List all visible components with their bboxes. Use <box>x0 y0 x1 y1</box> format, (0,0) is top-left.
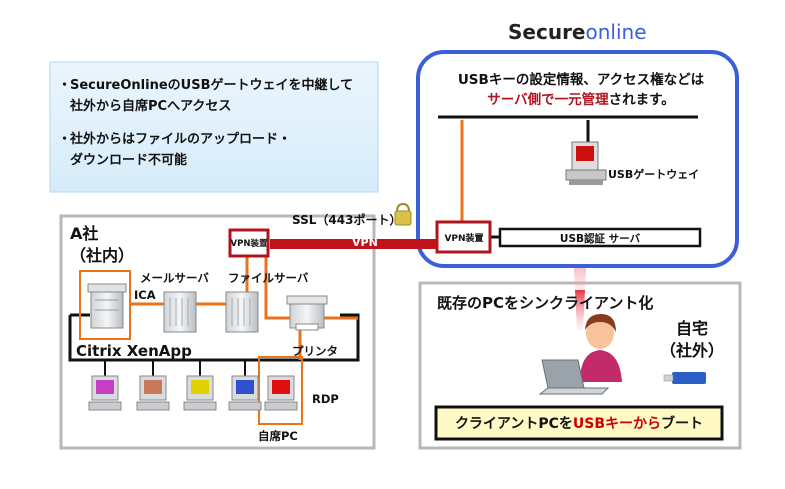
bullet-2-line-1: 社外からはファイルのアップロード・ <box>70 132 292 147</box>
company-vpn-device-label: VPN装置 <box>230 239 268 249</box>
own-pc-label: 自席PC <box>258 429 298 443</box>
company-vpn-device-box <box>228 228 270 258</box>
lock-icon <box>394 202 412 226</box>
ssl-label: SSL（443ポート） <box>292 213 402 227</box>
usb-gateway-computer <box>565 141 607 185</box>
usb-laser <box>575 290 585 330</box>
usb-auth-server-label: USB認証 サーバ <box>559 233 641 245</box>
citrix-server-icon <box>87 283 127 329</box>
home-label-2: （社外） <box>659 341 724 360</box>
ica-label: ICA <box>134 288 156 302</box>
printer-label: プリンタ <box>292 344 338 358</box>
logo-online: online <box>585 20 647 44</box>
panel-vpn-device-box <box>435 220 492 254</box>
logo-secure: Secure <box>508 20 586 44</box>
panel-description: USBキーの設定情報、アクセス権などは サーバ側で一元管理されます。 <box>436 70 726 110</box>
rdp-label: RDP <box>312 392 339 406</box>
company-title: A社 （社内） <box>70 223 134 267</box>
boot-highlight: USBキーから <box>572 416 662 432</box>
file-server-icon <box>225 291 259 333</box>
bullet-1-line-1: SecureOnlineのUSBゲートウェイを中継して <box>70 78 354 93</box>
pc-icon <box>183 375 217 411</box>
own-pc-icon <box>264 375 298 411</box>
vpn-label: VPN <box>352 236 378 249</box>
boot-banner-box <box>434 405 724 441</box>
boot-suffix: ブート <box>661 416 704 432</box>
panel-line-2: サーバ側で一元管理されます。 <box>436 90 726 110</box>
mail-server-label: メールサーバ <box>140 271 209 285</box>
info-bullet: ・ 社外からはファイルのアップロード・ダウンロード不可能 <box>58 129 378 171</box>
person-icon <box>580 314 622 382</box>
usb-gateway-label: USBゲートウェイ <box>608 168 700 181</box>
lan-line <box>68 313 360 362</box>
vpn-tunnel <box>270 239 437 249</box>
info-box <box>49 61 379 193</box>
secure-online-logo: Secureonline <box>508 20 647 44</box>
citrix-label: Citrix XenApp <box>76 342 192 360</box>
panel-line-1: USBキーの設定情報、アクセス権などは <box>457 72 705 88</box>
info-bullets: ・ SecureOnlineのUSBゲートウェイを中継して社外から自席PCへアク… <box>58 75 378 171</box>
company-title-1: A社 <box>70 224 99 243</box>
home-location: 自宅 （社外） <box>652 318 732 362</box>
pc-icon <box>88 375 122 411</box>
own-pc-highlight <box>258 356 303 425</box>
orange-link-right <box>264 250 358 320</box>
boot-banner: クライアントPCをUSBキーからブート <box>436 413 722 433</box>
home-title: 既存のPCをシンクライアント化 <box>437 294 654 312</box>
mail-server-icon <box>163 291 197 333</box>
pc-icon <box>228 375 262 411</box>
file-server-label: ファイルサーバ <box>228 271 309 285</box>
bullet-1-line-2: 社外から自席PCへアクセス <box>70 99 232 114</box>
pc-icon <box>136 375 170 411</box>
printer-icon <box>286 295 328 331</box>
usb-key-icon <box>663 372 706 384</box>
panel-line-2-rest: されます。 <box>608 92 675 108</box>
usb-auth-server-box <box>498 227 702 248</box>
pc-group <box>88 375 298 411</box>
bullet-2-line-2: ダウンロード不可能 <box>70 153 188 168</box>
company-title-2: （社内） <box>70 246 135 265</box>
pc-drop-lines <box>104 360 246 378</box>
citrix-highlight <box>79 270 131 340</box>
boot-prefix: クライアントPCを <box>454 416 573 432</box>
panel-vpn-device-label: VPN装置 <box>444 234 484 244</box>
home-label-1: 自宅 <box>675 319 708 338</box>
laptop-icon <box>538 359 610 395</box>
info-bullet: ・ SecureOnlineのUSBゲートウェイを中継して社外から自席PCへアク… <box>58 75 378 117</box>
panel-line-2-highlight: サーバ側で一元管理 <box>487 92 609 108</box>
